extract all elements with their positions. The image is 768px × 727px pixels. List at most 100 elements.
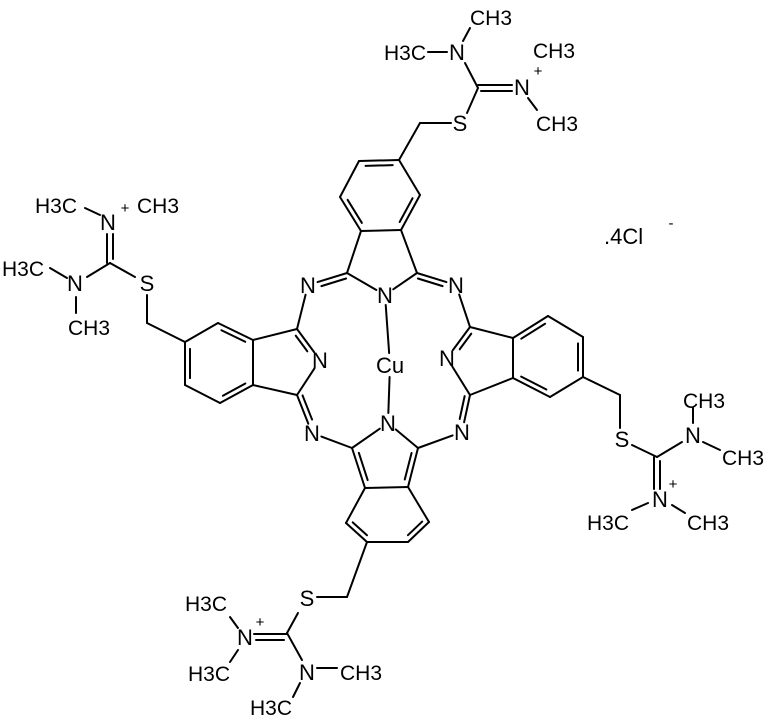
single-bond — [296, 293, 307, 330]
sulfur-top: S — [453, 111, 468, 136]
methyl: H3C — [250, 697, 292, 720]
double-bond — [400, 194, 421, 231]
pyrrole-nitrogen-right: N — [439, 346, 455, 371]
double-bond — [512, 377, 551, 398]
iminium-nitrogen-left: N — [100, 210, 116, 235]
single-bond — [351, 427, 381, 449]
double-bond — [219, 384, 254, 404]
substituent-bond — [229, 616, 239, 629]
methyl: CH3 — [683, 390, 725, 413]
substituent-bond — [84, 207, 101, 216]
methyl: CH3 — [137, 195, 179, 218]
substituent-bond — [229, 649, 239, 663]
single-bond — [346, 272, 378, 291]
substituent-bond — [671, 504, 686, 514]
single-bond — [339, 160, 360, 198]
sulfur-right: S — [615, 427, 630, 452]
meso-nitrogen-top-left: N — [300, 273, 316, 298]
double-bond — [296, 394, 310, 425]
single-bond — [184, 384, 221, 404]
meso-nitrogen-top-right: N — [448, 273, 464, 298]
amine-nitrogen-left: N — [67, 271, 83, 296]
amine-nitrogen-top: N — [449, 40, 465, 65]
single-bond — [296, 367, 316, 396]
copper-center: Cu — [376, 353, 404, 378]
single-bond — [417, 434, 454, 449]
methyl: H3C — [188, 663, 230, 686]
double-bond — [358, 159, 400, 162]
meso-nitrogen-bottom-left: N — [304, 421, 320, 446]
double-bond — [296, 328, 316, 353]
substituent-bond — [398, 122, 421, 161]
double-bond-inner-line — [458, 332, 473, 351]
chloride-counterion: .4Cl — [604, 224, 643, 249]
single-bond — [407, 486, 430, 523]
single-bond — [346, 230, 362, 274]
sulfur-bottom: S — [300, 586, 315, 611]
double-bond-inner-line — [520, 322, 547, 340]
substituent-bond — [146, 322, 186, 343]
double-bond-inner-line — [364, 164, 394, 167]
single-bond — [320, 435, 353, 449]
double-bond — [345, 522, 368, 543]
double-bond-inner-line — [406, 520, 424, 537]
positive-charge-left: + — [121, 200, 130, 217]
double-bond — [351, 447, 366, 489]
single-bond — [469, 377, 514, 396]
double-bond-inner-line — [320, 277, 348, 288]
iminium-nitrogen-top: N — [514, 75, 530, 100]
methyl: CH3 — [68, 317, 110, 340]
substituent-bond — [292, 682, 301, 698]
chloride-negative-charge: - — [669, 215, 674, 232]
double-bond-inner-line — [520, 375, 548, 391]
double-bond — [416, 272, 448, 284]
sulfur-left: S — [140, 271, 155, 296]
double-bond-inner-line — [398, 197, 414, 224]
double-bond — [339, 196, 362, 232]
substituent-bond — [631, 502, 649, 511]
double-bond-inner-line — [403, 451, 413, 481]
double-bond — [407, 447, 419, 488]
single-bond — [364, 486, 409, 489]
single-bond — [398, 159, 421, 196]
positive-charge-top: + — [534, 63, 543, 80]
single-bond — [458, 293, 471, 328]
methyl: H3C — [384, 42, 426, 65]
double-bond-inner-line — [220, 329, 247, 343]
substituent-bond — [631, 444, 658, 458]
double-bond-inner-line — [301, 394, 314, 421]
pyrrole-nitrogen-top: N — [377, 283, 393, 308]
iminium-nitrogen-bottom: N — [237, 625, 253, 650]
pyrrole-nitrogen-bottom: N — [380, 411, 396, 436]
substituent-bond — [582, 376, 621, 396]
coordination-bond — [384, 303, 391, 355]
single-bond — [252, 384, 298, 396]
substituent-bond — [109, 262, 136, 278]
double-bond-inner-line — [294, 334, 309, 353]
single-bond — [360, 229, 402, 232]
meso-nitrogen-bottom-right: N — [454, 420, 470, 445]
double-bond — [463, 394, 471, 424]
double-bond-inner-line — [416, 277, 444, 288]
pyrrole-nitrogen-left: N — [312, 348, 328, 373]
methyl: CH3 — [470, 7, 512, 30]
positive-charge-bottom: + — [256, 614, 265, 631]
coordination-bond — [387, 375, 391, 415]
single-bond — [184, 322, 219, 343]
single-bond — [451, 365, 471, 396]
single-bond — [252, 328, 298, 341]
substituent-bond — [49, 267, 68, 279]
double-bond-inner-line — [357, 451, 369, 482]
methyl: H3C — [587, 512, 629, 535]
methyl: CH3 — [533, 40, 575, 63]
single-bond — [345, 487, 366, 524]
substituent-bond — [286, 632, 303, 661]
substituent-bond — [346, 541, 368, 598]
double-bond — [407, 521, 430, 543]
single-bond — [392, 272, 418, 291]
substituent-bond — [286, 612, 299, 634]
double-bond-inner-line — [458, 395, 466, 420]
